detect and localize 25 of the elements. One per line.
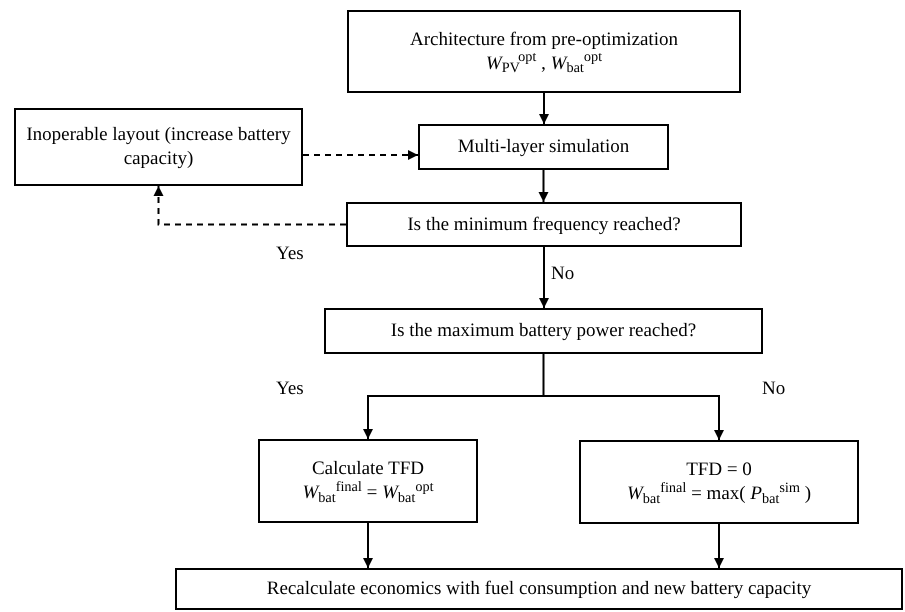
arrow (363, 523, 373, 568)
arrow (538, 170, 548, 202)
process-box (258, 439, 478, 523)
dashed-arrow (303, 150, 418, 160)
process-box (418, 124, 669, 170)
process-box (175, 568, 903, 610)
process-box (347, 10, 741, 93)
box-text: Multi-layer simulation (458, 135, 630, 159)
process-box (346, 202, 742, 247)
process-box (579, 440, 859, 524)
arrow (539, 93, 549, 124)
process-box (324, 308, 763, 354)
box-text: TFD = 0 (686, 458, 752, 482)
formula-text: W$_{bat}$$^{final}$ = max( P$_{bat}$$^{sim}$ ) (626, 482, 812, 506)
box-text: Is the maximum battery power reached? (390, 319, 696, 343)
box-text: Calculate TFD (312, 457, 424, 481)
arrow (539, 247, 549, 308)
process-box (14, 108, 303, 186)
dashed-arrow (154, 186, 346, 226)
arrow (714, 524, 724, 568)
box-text: Recalculate economics with fuel consumption and new battery capacity (266, 577, 812, 601)
box-text: Is the minimum frequency reached? (407, 212, 681, 236)
arrow (542, 354, 724, 440)
box-text: Architecture from pre-optimization (410, 28, 678, 52)
box-text: Inoperable layout (increase battery capacity) (25, 123, 292, 171)
